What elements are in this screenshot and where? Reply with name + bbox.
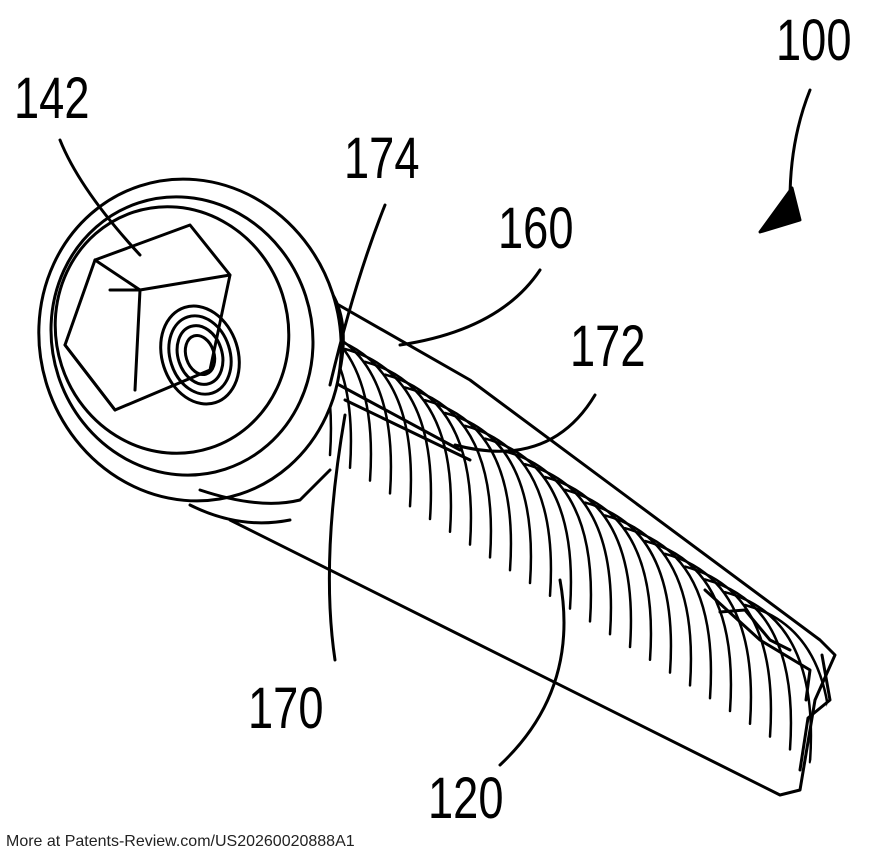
thread-crest — [383, 373, 473, 546]
ref-numeral-172: 172 — [570, 314, 646, 379]
ref-numeral-142: 142 — [14, 66, 90, 131]
thread-crest — [683, 565, 773, 738]
thread-crest — [663, 552, 753, 726]
thread-crest — [323, 334, 413, 508]
thread-crest — [543, 475, 633, 649]
threaded-shaft — [228, 298, 837, 797]
leader-170 — [327, 413, 347, 662]
leader-120 — [498, 578, 566, 767]
thread-crest — [403, 386, 493, 559]
arrow-100-head — [758, 186, 802, 234]
thread-crest — [723, 590, 813, 764]
leader-100 — [788, 88, 812, 202]
thread-crest — [423, 398, 513, 572]
thread-crest — [363, 360, 453, 534]
source-footer: More at Patents-Review.com/US20260020888… — [6, 833, 355, 850]
ref-numeral-174: 174 — [344, 126, 420, 191]
ref-numeral-160: 160 — [498, 196, 574, 261]
ref-numeral-120: 120 — [428, 766, 504, 831]
thread-crest — [483, 437, 573, 610]
thread-crest — [503, 450, 593, 623]
thread-crest — [603, 514, 693, 687]
thread-crest — [583, 501, 673, 674]
thread-crest — [463, 424, 553, 598]
thread-crest — [343, 347, 433, 521]
thread-crest — [643, 539, 733, 713]
leader-172 — [453, 393, 597, 453]
thread-crest — [623, 526, 713, 700]
internal-thread-bore — [159, 304, 241, 406]
thread-crest — [523, 462, 613, 636]
leader-174 — [328, 203, 387, 387]
thread-crest — [563, 488, 653, 662]
thread-crest — [703, 578, 793, 751]
leader-160 — [398, 268, 542, 347]
ref-numeral-100: 100 — [776, 8, 852, 73]
ref-numeral-170: 170 — [248, 676, 324, 741]
thread-crest — [443, 411, 533, 585]
leader-142 — [58, 138, 142, 257]
